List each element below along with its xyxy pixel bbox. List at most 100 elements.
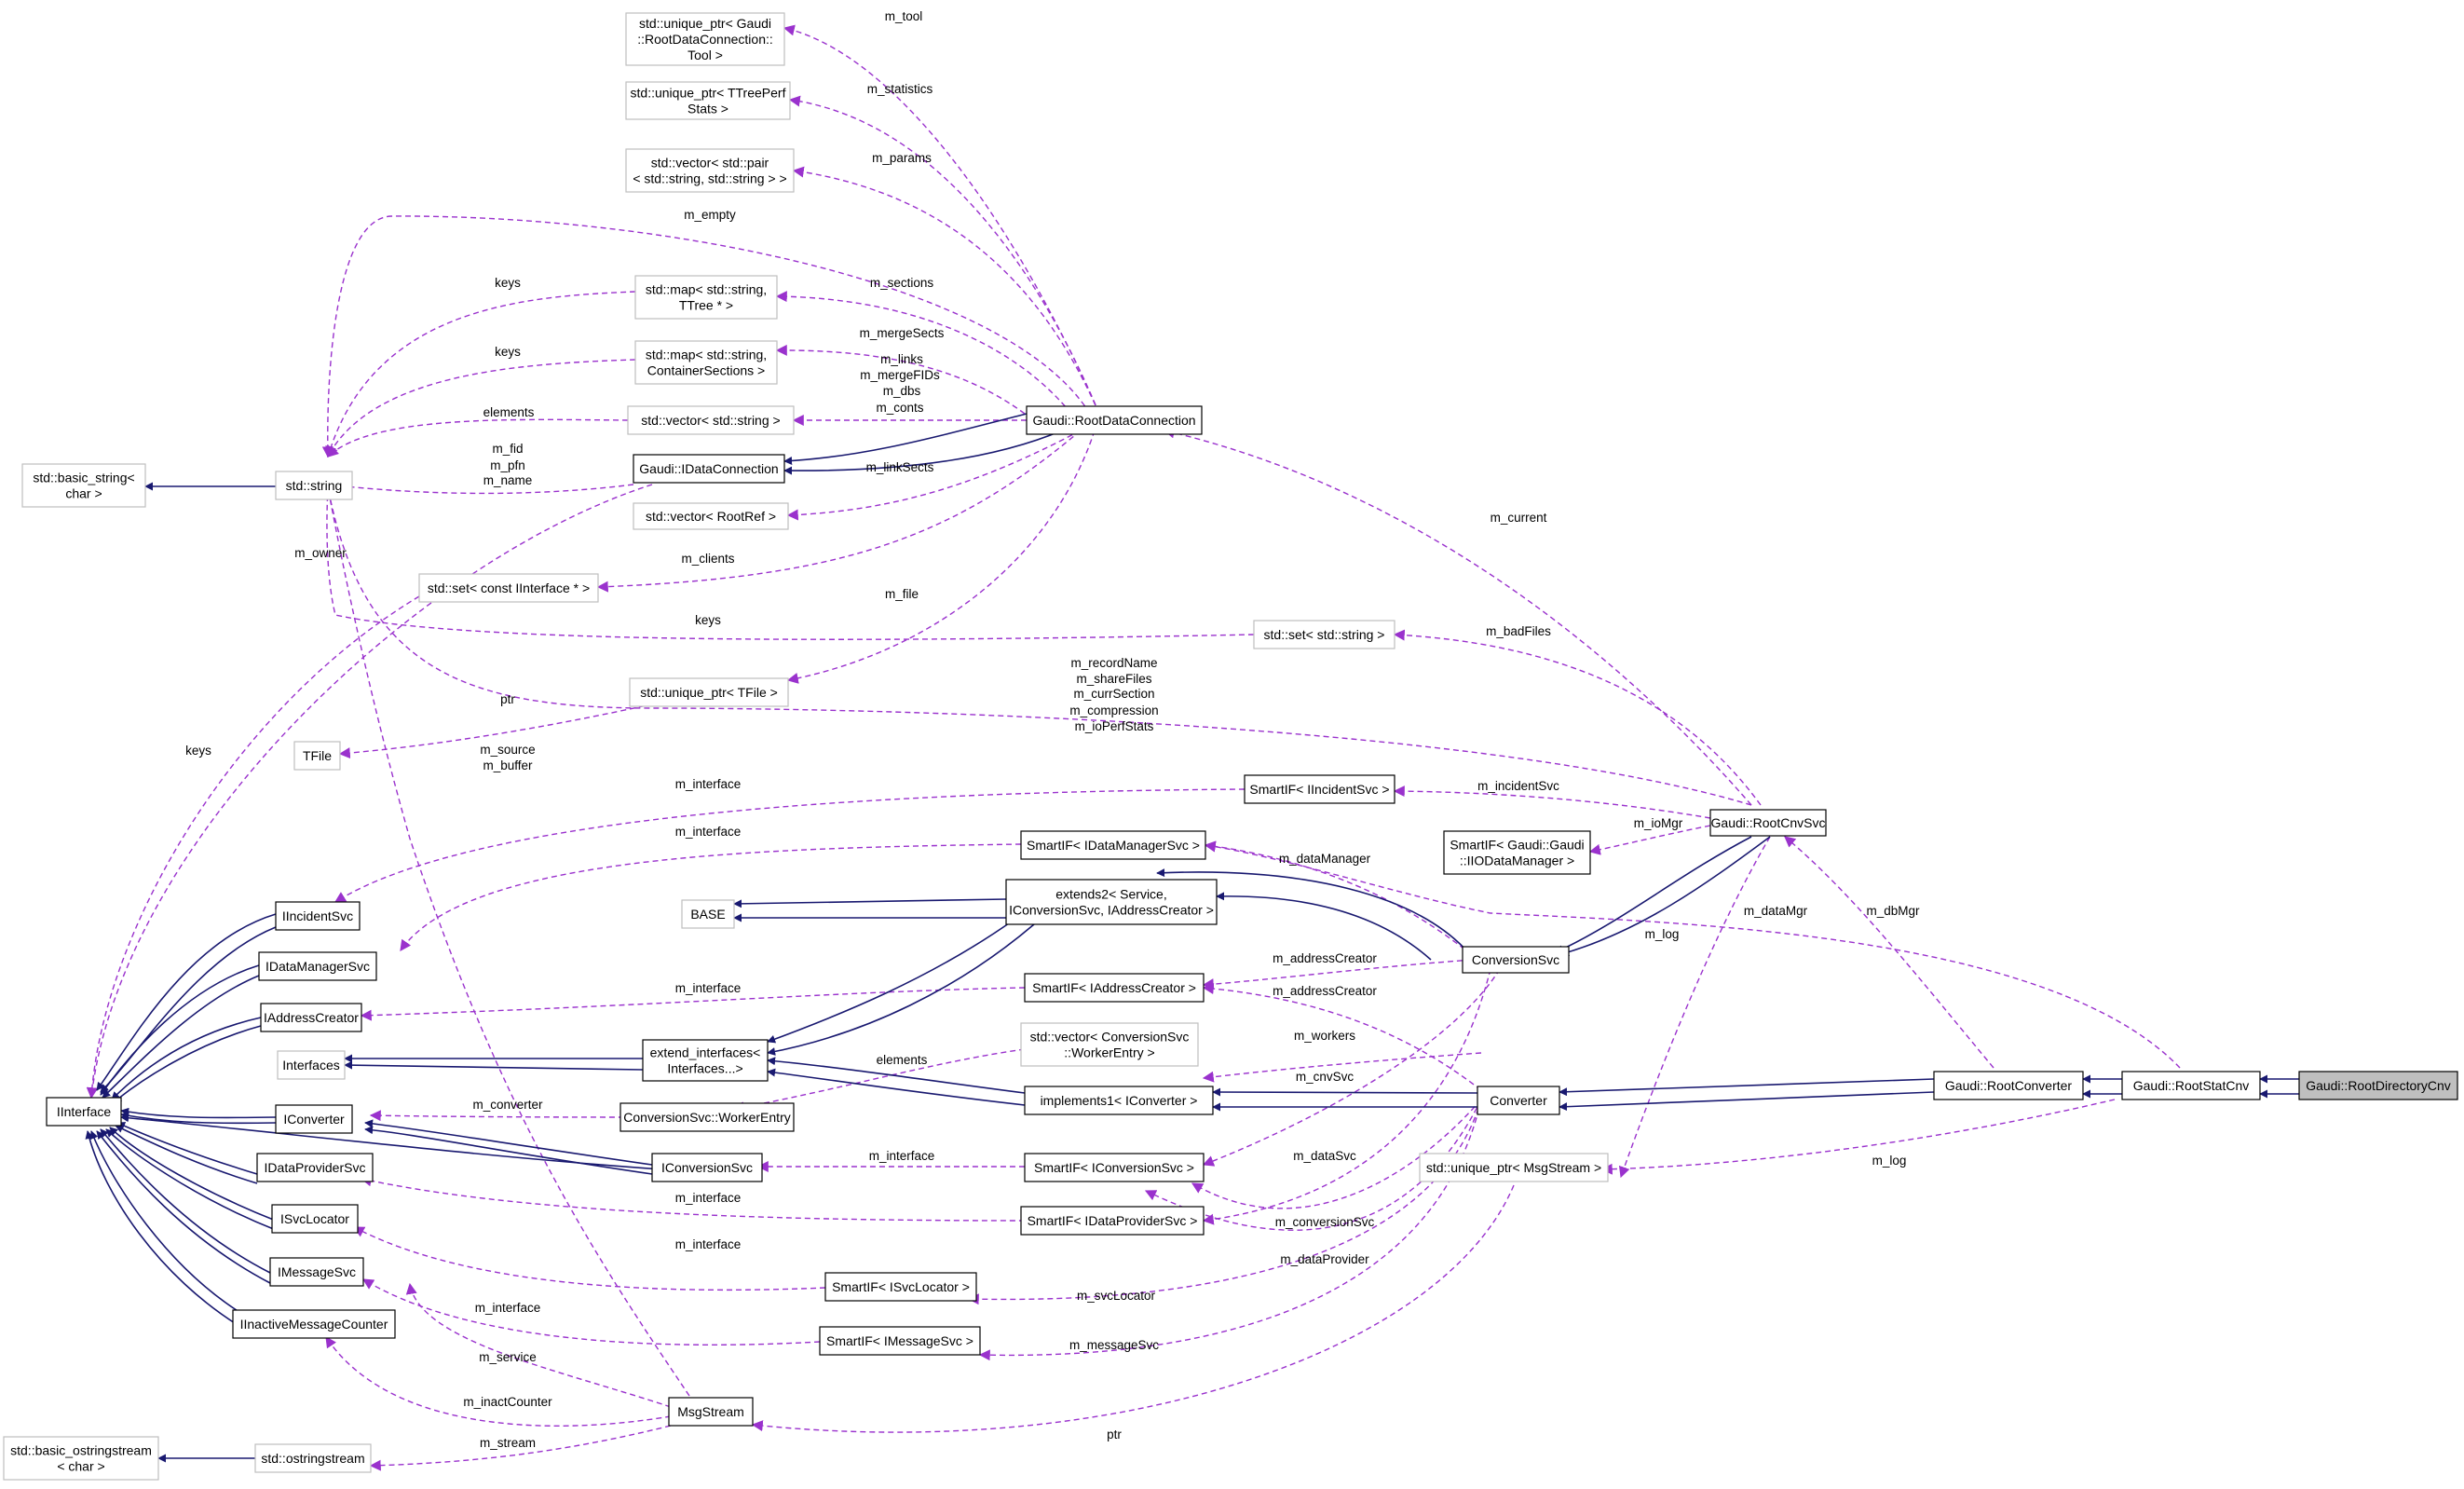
node-converter[interactable]: Converter	[1477, 1086, 1560, 1115]
edge-inherit-extends2-extendif	[767, 918, 1016, 1044]
edge-inherit-iconverter-iinterface	[120, 1107, 277, 1119]
node-sif-dataprov[interactable]: SmartIF< IDataProviderSvc >	[1020, 1206, 1205, 1236]
node-label: Interfaces...>	[667, 1061, 742, 1076]
edge-label-mergefids: m_mergeFIDs	[860, 368, 940, 382]
node-iconvsvc[interactable]: IConversionSvc	[651, 1153, 763, 1182]
node-iincident[interactable]: IIncidentSvc	[275, 901, 361, 931]
node-label: IConversionSvc	[661, 1160, 753, 1175]
edge-inherit-isvcloc-iinterface	[109, 1127, 277, 1222]
node-box	[3, 1436, 159, 1481]
edge-keys-map-ttree	[325, 291, 636, 458]
edge-m-source-buffer	[324, 485, 690, 1397]
node-label: ::RootDataConnection::	[637, 32, 773, 47]
node-iinterface[interactable]: IInterface	[46, 1097, 122, 1127]
node-idataprov[interactable]: IDataProviderSvc	[256, 1153, 374, 1182]
node-msgstream[interactable]: MsgStream	[668, 1397, 754, 1427]
node-box	[1253, 620, 1395, 649]
node-vec-worker: std::vector< ConversionSvc::WorkerEntry …	[1020, 1022, 1199, 1067]
node-label: Gaudi::RootConverter	[1945, 1078, 2073, 1093]
edge-keys-set-iface	[86, 595, 420, 1100]
node-basic-string: std::basic_string<char >	[21, 463, 146, 508]
node-rootdircnv[interactable]: Gaudi::RootDirectoryCnv	[2298, 1071, 2458, 1100]
node-sif-svcloc[interactable]: SmartIF< ISvcLocator >	[824, 1272, 977, 1302]
node-box	[633, 454, 785, 484]
edge-m-mergesects	[775, 344, 1026, 415]
node-label: IMessageSvc	[278, 1264, 356, 1279]
edge-label-tool: m_tool	[885, 9, 923, 23]
edge-label-params: m_params	[872, 151, 932, 165]
edge-label-datamgr: m_dataMgr	[1744, 904, 1808, 918]
node-label: std::basic_string<	[33, 471, 134, 485]
edge-label-current: m_current	[1491, 511, 1547, 525]
node-rdc[interactable]: Gaudi::RootDataConnection	[1026, 405, 1203, 435]
node-label: ISvcLocator	[280, 1211, 349, 1226]
node-map-ttree: std::map< std::string,TTree * >	[634, 275, 778, 320]
node-rootconverter[interactable]: Gaudi::RootConverter	[1933, 1071, 2084, 1100]
edge-label-linksects: m_linkSects	[866, 460, 934, 474]
node-label: SmartIF< IConversionSvc >	[1034, 1160, 1194, 1175]
edge-m-log1	[1618, 836, 1771, 1179]
node-iconverter[interactable]: IConverter	[275, 1104, 353, 1134]
node-box	[668, 1397, 754, 1427]
edge-elements-string	[327, 418, 629, 458]
node-label: MsgStream	[677, 1404, 744, 1419]
node-set-str: std::set< std::string >	[1253, 620, 1395, 649]
node-label: std::unique_ptr< TTreePerf	[631, 86, 786, 101]
node-label: < char >	[57, 1459, 104, 1474]
edge-m-stream	[369, 1425, 672, 1471]
node-workerentry[interactable]: ConversionSvc::WorkerEntry	[619, 1102, 795, 1132]
node-conversionsvc[interactable]: ConversionSvc	[1462, 946, 1570, 974]
node-iinactive[interactable]: IInactiveMessageCounter	[232, 1309, 396, 1339]
edge-label-compression: m_compression	[1069, 704, 1158, 717]
node-extend-if[interactable]: extend_interfaces<Interfaces...>	[642, 1039, 769, 1082]
node-box	[232, 1309, 396, 1339]
edge-m-iomgr	[1588, 825, 1711, 855]
edge-label-addresscreator2: m_addressCreator	[1273, 984, 1377, 998]
edge-m-interface-dataprov	[360, 1175, 1026, 1222]
edge-label-currsection: m_currSection	[1073, 687, 1154, 701]
node-sif-msgsvc[interactable]: SmartIF< IMessageSvc >	[819, 1326, 981, 1356]
edge-label-source: m_source	[480, 743, 535, 757]
node-sif-datamgr[interactable]: SmartIF< IDataManagerSvc >	[1020, 830, 1206, 860]
edge-label-datasvc: m_dataSvc	[1293, 1149, 1356, 1163]
node-idc[interactable]: Gaudi::IDataConnection	[633, 454, 785, 484]
node-idatamgr[interactable]: IDataManagerSvc	[258, 951, 377, 981]
edge-label-cnvsvc: m_cnvSvc	[1296, 1070, 1355, 1084]
node-params: std::vector< std::pair< std::string, std…	[625, 148, 795, 193]
edge-inherit-rootconverter-converter	[1559, 1078, 1935, 1097]
node-sif-iomgr[interactable]: SmartIF< Gaudi::Gaudi::IIODataManager >	[1443, 830, 1591, 875]
edge-keys-map-cont	[327, 359, 636, 458]
node-sif-convsvc[interactable]: SmartIF< IConversionSvc >	[1024, 1153, 1205, 1182]
node-isvcloc[interactable]: ISvcLocator	[271, 1204, 359, 1234]
node-box	[21, 463, 146, 508]
edge-inherit-cnvsvc-conversionsvc	[1555, 836, 1752, 953]
node-label: std::vector< std::pair	[651, 156, 769, 171]
node-box	[1709, 809, 1827, 837]
node-box	[254, 1443, 372, 1473]
node-vec-str: std::vector< std::string >	[627, 405, 795, 435]
node-label: IDataManagerSvc	[265, 959, 370, 974]
node-sif-incident[interactable]: SmartIF< IIncidentSvc >	[1244, 774, 1395, 804]
edge-label-svclocator: m_svcLocator	[1077, 1289, 1156, 1303]
edge-inherit-iaddr-iinterface	[111, 1017, 262, 1100]
node-label: IInterface	[57, 1104, 112, 1119]
node-box	[1020, 830, 1206, 860]
node-implements1[interactable]: implements1< IConverter >	[1024, 1086, 1214, 1115]
edge-m-conversionsvc	[1191, 1099, 1482, 1209]
edge-m-recordname-group	[324, 485, 1752, 806]
node-imsgsvc[interactable]: IMessageSvc	[269, 1257, 364, 1287]
edge-label-recordname: m_recordName	[1070, 656, 1157, 670]
edge-label-clients: m_clients	[681, 552, 734, 566]
node-iaddr[interactable]: IAddressCreator	[260, 1003, 362, 1032]
node-label: IConversionSvc, IAddressCreator >	[1009, 903, 1214, 918]
node-label: Converter	[1490, 1093, 1547, 1108]
node-sif-addr[interactable]: SmartIF< IAddressCreator >	[1024, 973, 1205, 1003]
node-label: SmartIF< Gaudi::Gaudi	[1450, 838, 1584, 853]
node-extends2[interactable]: extends2< Service,IConversionSvc, IAddre…	[1005, 879, 1218, 925]
node-rootstatcnv[interactable]: Gaudi::RootStatCnv	[2121, 1071, 2261, 1100]
node-rootcnvsvc[interactable]: Gaudi::RootCnvSvc	[1709, 809, 1827, 837]
node-label: ContainerSections >	[647, 363, 765, 378]
node-map-cont: std::map< std::string,ContainerSections …	[634, 340, 778, 385]
edge-inherit-extends2-extendif-2	[767, 923, 1035, 1056]
edge-label-conts: m_conts	[876, 401, 923, 415]
